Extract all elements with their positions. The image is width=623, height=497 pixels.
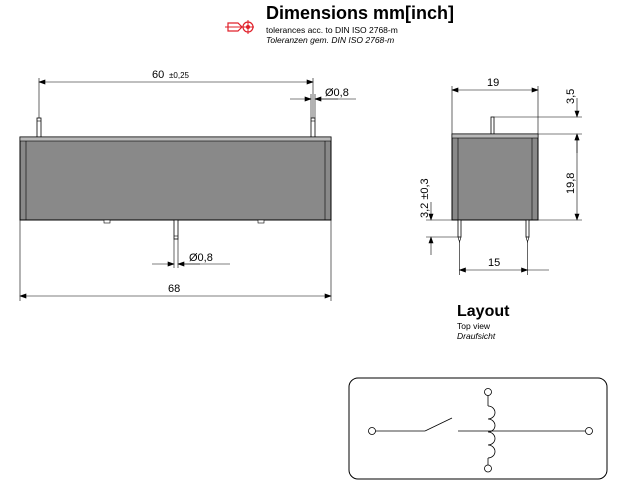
dim-pin-pitch: 15 [488,257,500,269]
dim-bottom-pin-length: 3,2 ±0,3 [419,178,431,218]
end-bottom-pin-right [525,219,530,238]
dim-width: 19 [487,77,499,89]
schematic-frame [348,377,608,480]
tolerance-icon [225,20,254,34]
reed-switch-contact [424,417,453,432]
tolerance-note-de: Toleranzen gem. DIN ISO 2768-m [266,35,394,45]
terminal-right [585,427,593,435]
dim-length: 68 [168,283,180,295]
terminal-left [368,427,376,435]
terminal-bottom [484,464,492,473]
coil-winding [487,405,496,459]
terminal-top [484,388,492,396]
layout-title: Layout [457,303,510,320]
layout-subtitle-en: Top view [457,321,491,331]
page-title: Dimensions mm[inch] [266,3,454,23]
bottom-pin [173,219,179,240]
side-view: 60 ±0,25 Ø0,8 Ø0,8 68 [19,69,356,301]
layout-heading: Layout Top view Draufsicht [457,303,510,341]
dim-height: 19,8 [565,173,577,194]
dim-top-pin-length: 3,5 [565,89,577,104]
tolerance-note-en: tolerances acc. to DIN ISO 2768-m [266,25,398,35]
dim-pin-spacing-tolerance: ±0,25 [169,71,190,80]
circuit-schematic [348,377,608,480]
relay-body-side [19,136,332,221]
end-view: 19 3,5 19,8 3,2 ±0,3 15 [419,77,582,275]
header: Dimensions mm[inch] tolerances acc. to D… [225,3,454,45]
dim-top-pin-diameter: Ø0,8 [325,87,349,99]
end-bottom-pin-left [457,219,462,238]
layout-subtitle-de: Draufsicht [457,331,496,341]
dim-pin-spacing: 60 [152,69,164,81]
dim-bottom-pin-diameter: Ø0,8 [189,252,213,264]
relay-body-end [451,133,539,221]
end-top-pin [490,116,495,135]
